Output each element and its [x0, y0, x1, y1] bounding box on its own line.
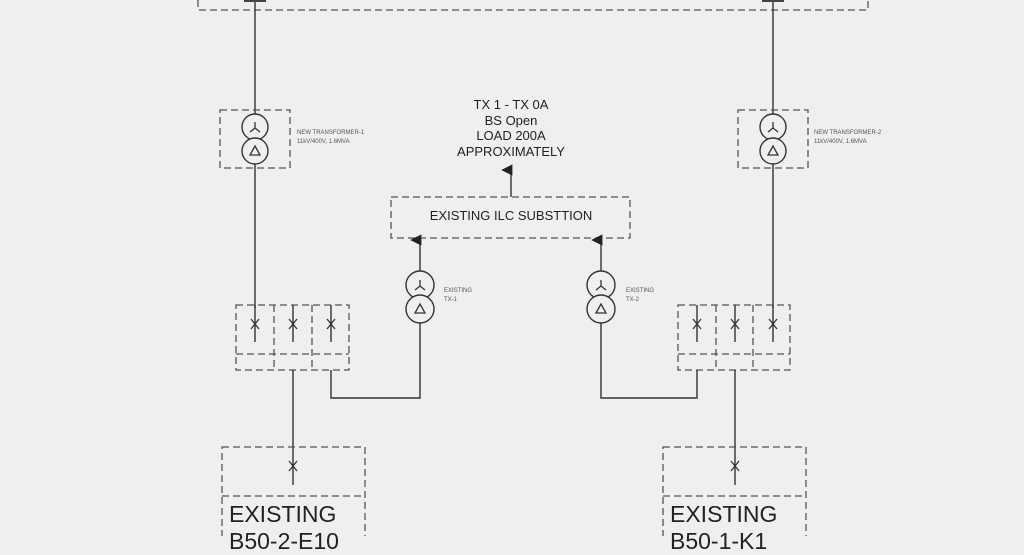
- new-transformer-2-symbol: [737, 109, 809, 169]
- right-existing-board: [662, 446, 807, 536]
- note-line: BS Open: [484, 112, 538, 128]
- new-transformer-1-symbol: [219, 109, 291, 169]
- left-switch-panel: [235, 304, 350, 371]
- left-existing-label: EXISTING B50-2-E10: [229, 501, 339, 555]
- existing-tx-1-symbol: [405, 270, 435, 324]
- line1: EXISTING: [626, 288, 655, 294]
- line1: EXISTING: [229, 501, 337, 527]
- name: NEW TRANSFORMER-2: [814, 130, 882, 136]
- rating: 11kV/400V, 1.6MVA: [814, 139, 867, 145]
- line2: B50-1-K1: [670, 528, 768, 554]
- existing-tx-2-label: EXISTING TX-2: [626, 287, 654, 305]
- line2: TX-2: [626, 297, 640, 303]
- new-transformer-2-label: NEW TRANSFORMER-2 11kV/400V, 1.6MVA: [814, 129, 881, 147]
- ilc-substation-box: [390, 196, 631, 239]
- note-line: TX 1 - TX 0A: [473, 97, 549, 112]
- left-existing-board: [221, 446, 366, 536]
- line1: EXISTING: [444, 288, 473, 294]
- line2: B50-2-E10: [229, 528, 339, 554]
- new-transformer-1-label: NEW TRANSFORMER-1 11kV/400V, 1.6MVA: [297, 129, 364, 147]
- single-line-diagram: [197, 0, 869, 536]
- right-existing-label: EXISTING B50-1-K1: [670, 501, 777, 555]
- right-switch-panel: [677, 304, 791, 371]
- load-note: TX 1 - TX 0A BS Open LOAD 200A APPROXIMA…: [411, 97, 611, 159]
- rating: 11kV/400V, 1.6MVA: [297, 139, 350, 145]
- note-line: APPROXIMATELY: [457, 143, 565, 159]
- line1: EXISTING: [670, 501, 778, 527]
- name: NEW TRANSFORMER-1: [297, 130, 365, 136]
- existing-tx-1-label: EXISTING TX-1: [444, 287, 472, 305]
- note-line: LOAD 200A: [476, 128, 546, 143]
- line2: TX-1: [444, 297, 458, 303]
- ilc-substation-label: EXISTING ILC SUBSTTION: [429, 208, 593, 223]
- existing-tx-2-symbol: [586, 270, 616, 324]
- top-switchboard: [197, 0, 869, 11]
